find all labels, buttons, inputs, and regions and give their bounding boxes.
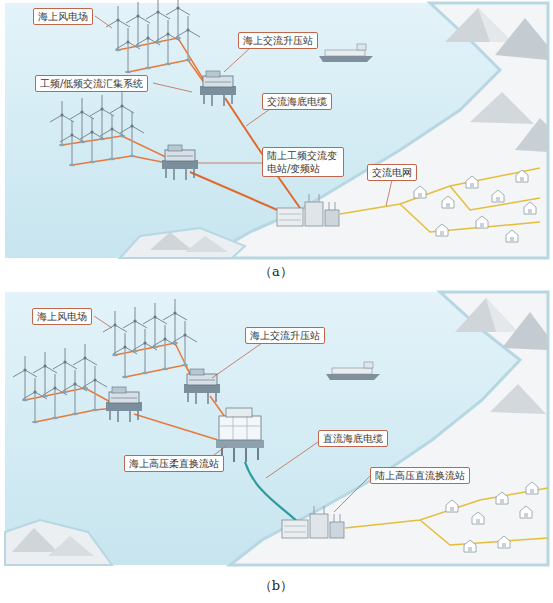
onshore-substation <box>277 194 339 226</box>
houses <box>414 170 536 242</box>
land <box>205 3 548 258</box>
callout-box: 工频/低频交流汇集系统 <box>35 75 148 92</box>
callout-box: 直流海底电缆 <box>318 430 388 447</box>
panel-caption: （b） <box>259 577 293 595</box>
ship <box>319 44 373 62</box>
mountains <box>150 8 548 252</box>
dc-submarine-cable <box>245 462 300 524</box>
offshore-ac-substation <box>200 71 236 106</box>
callout-text: 海上高压柔直换流站 <box>129 457 219 470</box>
ac-grid-lines <box>345 488 548 545</box>
collection-cable <box>62 38 205 165</box>
houses <box>446 482 538 552</box>
sea <box>5 292 548 565</box>
offshore-ac-substation <box>106 387 142 422</box>
wind-turbines <box>13 299 197 423</box>
callout-text: 工频/低频交流汇集系统 <box>40 77 143 90</box>
callout-text: 海上风电场 <box>38 10 88 23</box>
callout-text: 交流海底电缆 <box>267 95 327 108</box>
offshore-hvdc-converter <box>216 408 264 462</box>
callout-box: 海上风电场 <box>32 308 92 325</box>
mountains <box>12 298 548 556</box>
land <box>120 228 245 258</box>
offshore-ac-substation <box>184 369 220 404</box>
callout-text: 直流海底电缆 <box>323 432 383 445</box>
callout-box: 陆上高压直流换流站 <box>370 467 470 484</box>
callout-text: 海上风电场 <box>37 310 87 323</box>
callout-box: 陆上工频交流变电站/变频站 <box>262 147 344 177</box>
panel-caption: （a） <box>259 263 293 281</box>
leader-lines <box>95 16 392 206</box>
callout-box: 海上交流升压站 <box>238 32 318 49</box>
callout-text: 陆上工频交流变电站/变频站 <box>267 149 339 175</box>
callout-box: 交流电网 <box>367 164 417 181</box>
offshore-ac-substation <box>162 145 198 180</box>
callout-box: 海上高压柔直换流站 <box>124 455 224 472</box>
callout-box: 交流海底电缆 <box>262 93 332 110</box>
land <box>230 292 548 565</box>
sea <box>5 3 548 258</box>
callout-text: 海上交流升压站 <box>250 329 320 342</box>
callout-text: 陆上高压直流换流站 <box>375 469 465 482</box>
leader-lines <box>94 316 370 512</box>
collection-cable <box>25 343 230 440</box>
ship <box>326 362 380 380</box>
land <box>5 520 112 565</box>
callout-box: 海上交流升压站 <box>245 327 325 344</box>
callout-text: 海上交流升压站 <box>243 34 313 47</box>
callout-text: 交流电网 <box>372 166 412 179</box>
callout-box: 海上风电场 <box>33 8 93 25</box>
